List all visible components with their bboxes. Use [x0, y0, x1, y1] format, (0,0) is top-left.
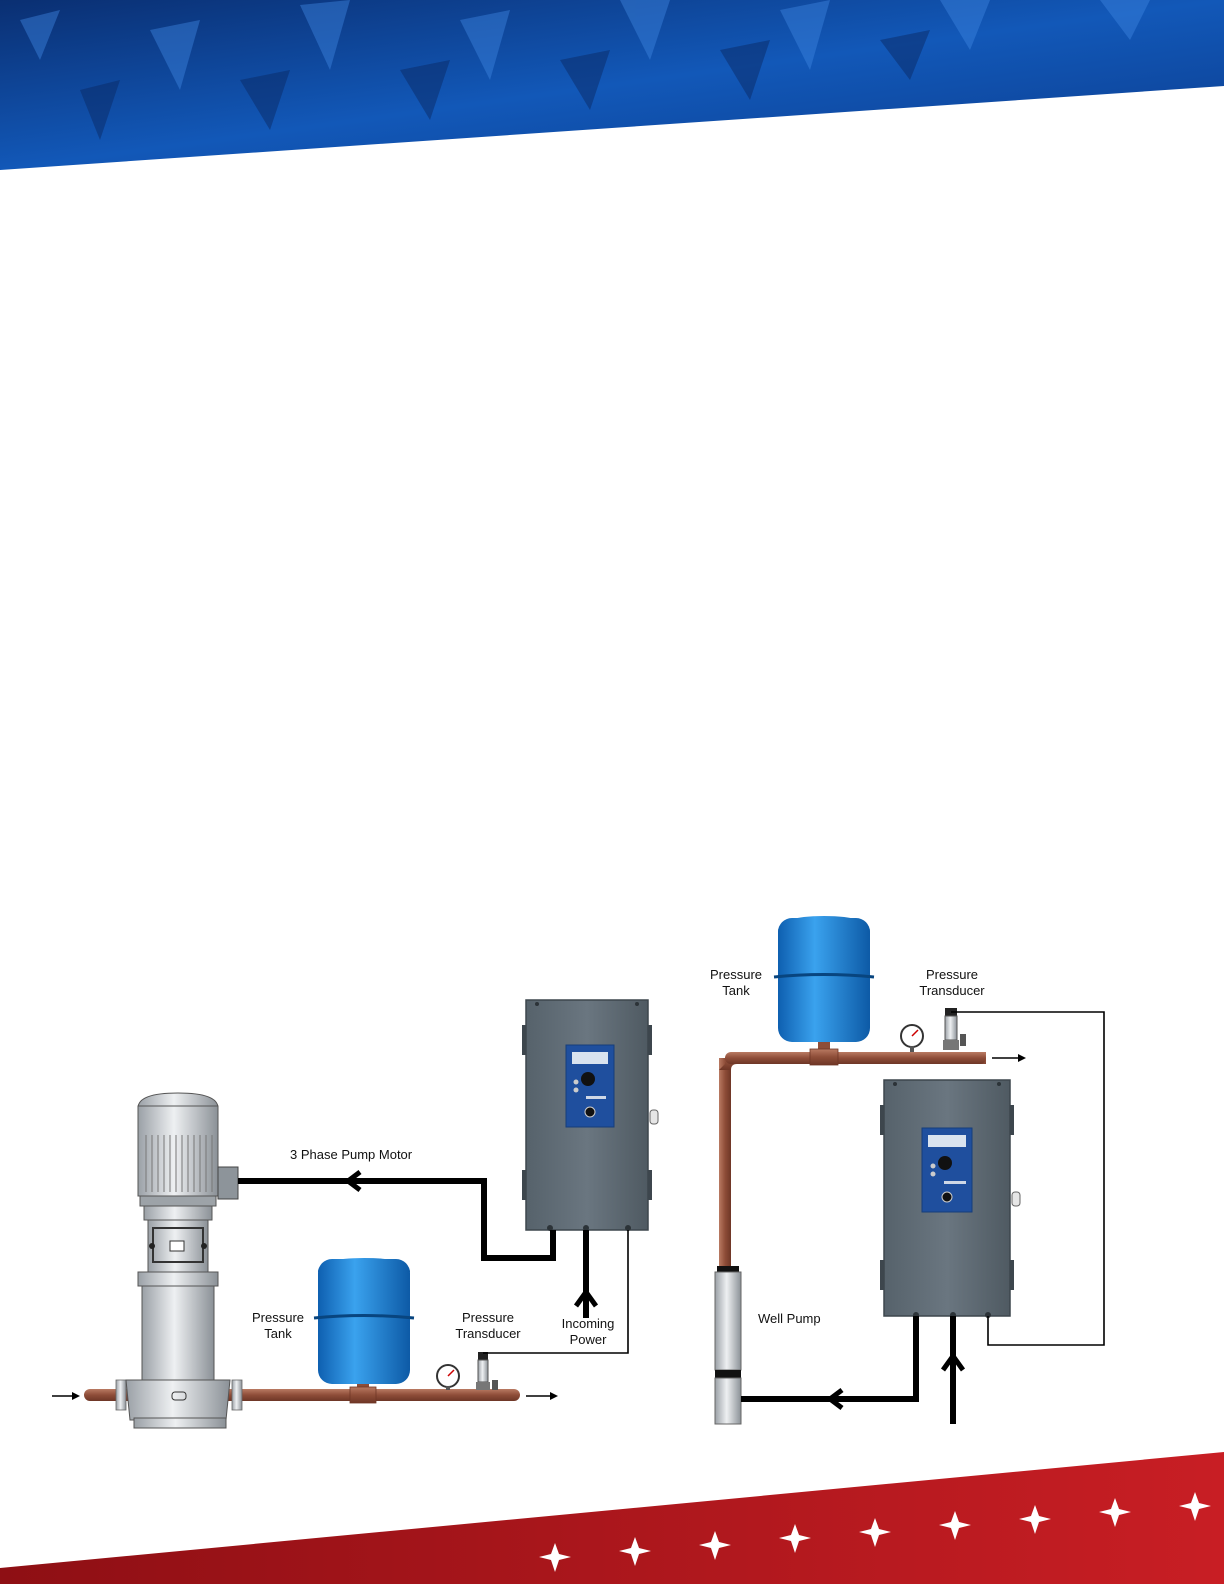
star-icon	[619, 1537, 651, 1566]
tank-label-line1: Pressure	[252, 1310, 304, 1325]
transducer-wire	[483, 1230, 629, 1354]
transducer-wire	[951, 1011, 1105, 1346]
motor-wire	[238, 1170, 556, 1261]
pressure-gauge-icon	[436, 1364, 460, 1390]
well-pump-diagram: Pressure Tank Pressure Transducer Well P…	[710, 916, 1105, 1425]
power-label-line1: Incoming	[562, 1316, 615, 1331]
star-icon	[939, 1511, 971, 1540]
drive-controller	[522, 999, 659, 1231]
tank-label-line2: Tank	[722, 983, 750, 998]
star-icon	[1179, 1492, 1211, 1521]
pressure-gauge-icon	[900, 1024, 924, 1052]
pressure-transducer-icon	[943, 1008, 966, 1050]
tank-label-line2: Tank	[264, 1326, 292, 1341]
outlet-arrow-icon	[992, 1054, 1026, 1062]
star-icon	[859, 1518, 891, 1547]
outlet-arrow-icon	[526, 1392, 558, 1400]
pressure-tank-icon	[773, 916, 875, 1066]
star-icon	[1099, 1498, 1131, 1527]
star-icon	[539, 1543, 571, 1572]
header-banner	[0, 0, 1224, 170]
power-label-line2: Power	[570, 1332, 608, 1347]
incoming-power-wire	[573, 1230, 599, 1318]
transducer-label-line2: Transducer	[455, 1326, 521, 1341]
transducer-label-line1: Pressure	[926, 967, 978, 982]
inlet-arrow-icon	[52, 1392, 80, 1400]
star-icon	[1019, 1505, 1051, 1534]
well-pump-label: Well Pump	[758, 1311, 821, 1326]
motor-label: 3 Phase Pump Motor	[290, 1147, 413, 1162]
footer-banner	[0, 1452, 1224, 1584]
pump-wire	[741, 1316, 919, 1410]
pressure-transducer-icon	[476, 1352, 498, 1390]
booster-pump-diagram: 3 Phase Pump Motor Pressure Tank Pressur…	[52, 999, 659, 1429]
well-pump-icon	[714, 1266, 742, 1425]
star-icon	[699, 1531, 731, 1560]
transducer-label-line1: Pressure	[462, 1310, 514, 1325]
drive-controller	[880, 1079, 1021, 1318]
pressure-tank-icon	[313, 1258, 415, 1404]
star-icon	[779, 1524, 811, 1553]
incoming-power-wire	[940, 1316, 966, 1424]
transducer-label-line2: Transducer	[919, 983, 985, 998]
tank-label-line1: Pressure	[710, 967, 762, 982]
vertical-pump-icon	[125, 1092, 239, 1429]
